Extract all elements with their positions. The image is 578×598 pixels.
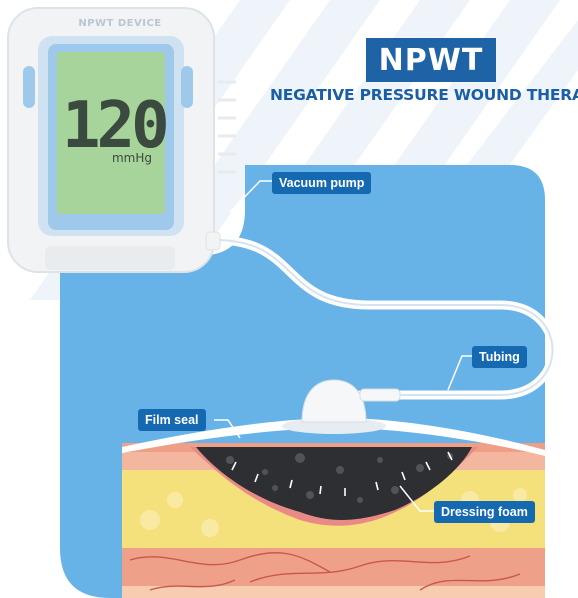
film-seal (122, 418, 545, 456)
callout-lines (214, 180, 472, 512)
dressing-foam (196, 447, 472, 521)
page-subtitle: NEGATIVE PRESSURE WOUND THERAPY (270, 86, 578, 104)
callout-vacuum-pump: Vacuum pump (272, 172, 372, 194)
tubing-shade (214, 239, 554, 396)
device-label: NPWT DEVICE (78, 18, 162, 29)
callout-tubing: Tubing (472, 346, 527, 368)
pressure-reading: 120 (62, 89, 170, 163)
port-connector (282, 379, 401, 434)
page-title: NPWT (366, 38, 496, 82)
pressure-unit: mmHg (111, 151, 152, 165)
suction-arrows (231, 451, 453, 496)
callout-film-seal: Film seal (138, 409, 206, 431)
npwt-device (7, 7, 221, 273)
callout-dressing-foam: Dressing foam (434, 501, 535, 523)
scale-ticks (218, 80, 236, 174)
foam-pores (226, 453, 453, 503)
